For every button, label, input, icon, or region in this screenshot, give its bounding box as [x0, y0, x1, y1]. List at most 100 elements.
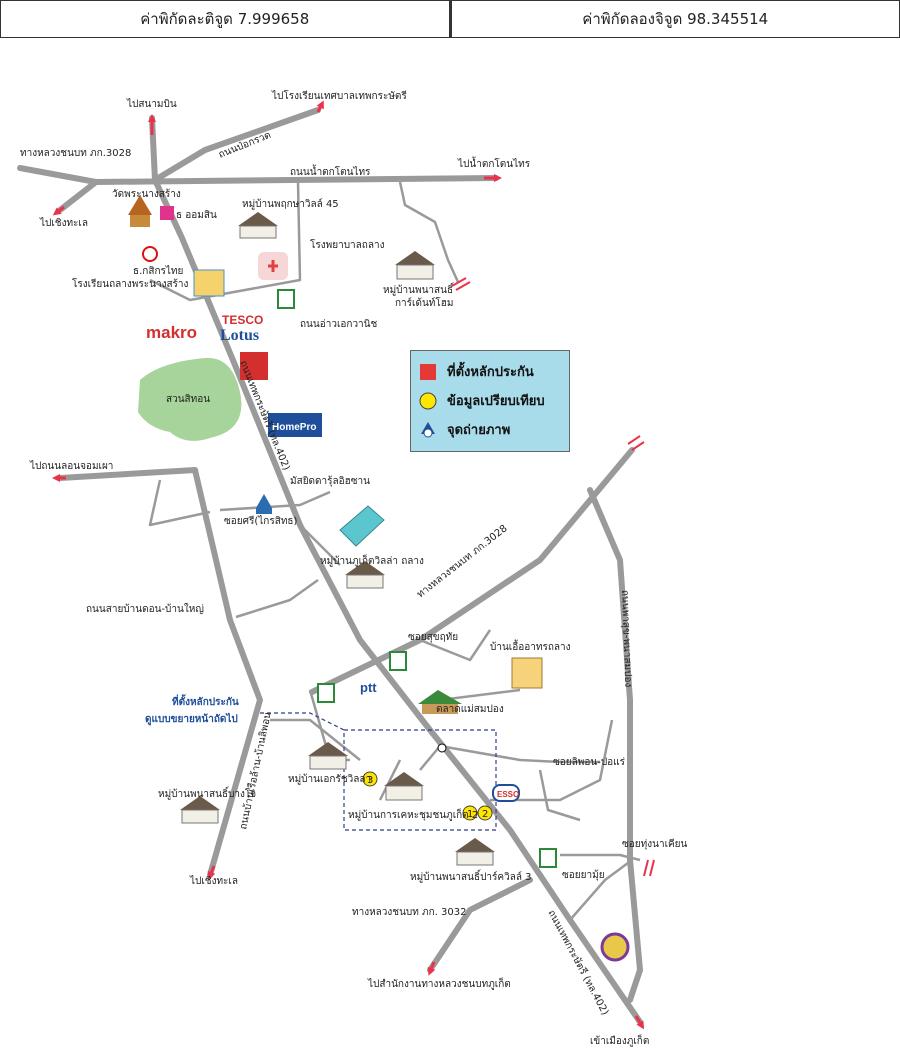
camera-point-icon	[437, 743, 447, 753]
arrow-choeng-thale-top	[52, 205, 65, 216]
label-village-ek: หมู่บ้านเอกรัชวิลล่า	[288, 773, 371, 785]
yellow-circle-icon	[419, 392, 437, 409]
pool-shape	[339, 505, 385, 547]
mg-logo-icon	[240, 352, 268, 380]
hospital-icon	[258, 252, 288, 280]
esso-logo-icon	[492, 784, 520, 802]
seven-eleven-icon	[389, 651, 407, 671]
barrier-east-top	[627, 435, 645, 451]
minor-roads	[148, 181, 641, 921]
temple-icon	[128, 195, 152, 227]
comparison-3[interactable]: 3	[362, 771, 378, 787]
label-soi-songkha: ซอยสุขฤทัย	[408, 632, 458, 643]
homepro-logo-icon	[268, 413, 322, 437]
comparison-1[interactable]: 1	[462, 805, 478, 821]
label-soi-yanui: ซอยยามุ้ย	[562, 869, 605, 881]
label-village-karn-2: การ์เด้นท์โฮม	[395, 296, 453, 309]
legend-label-collateral: ที่ตั้งหลักประกัน	[447, 365, 534, 380]
label-wat: วัดพระนางสร้าง	[112, 188, 181, 200]
label-village-karn: หมู่บ้านพนาสนธิ์	[383, 282, 455, 296]
seven-eleven-icon	[317, 683, 335, 703]
road-3028-north	[17, 165, 99, 185]
road-bon-krot	[152, 107, 321, 183]
seven-eleven-icon	[539, 848, 557, 868]
label-village-phuket: หมู่บ้านภูเก็ตวิลล่า ถลาง	[320, 553, 424, 567]
makro-logo: makro	[146, 323, 197, 342]
government-seal-icon	[600, 932, 630, 962]
label-to-office: ไปสำนักงานทางหลวงชนบทภูเก็ต	[367, 976, 511, 990]
arrow-phuket	[634, 1015, 645, 1030]
house-icon	[308, 742, 348, 770]
label-to-choeng-thale-top: ไปเชิงทะเล	[39, 217, 88, 229]
arrow-choeng-thale-bot	[207, 865, 216, 880]
arrow-school	[316, 100, 324, 113]
gsb-bank-icon	[160, 206, 174, 220]
label-site-note-1: ที่ตั้งหลักประกัน	[172, 694, 239, 708]
latitude-label: ค่าพิกัดละติจูด 7.999658	[0, 0, 450, 38]
label-park: สวนสิทอน	[166, 394, 210, 405]
house-icon	[455, 838, 495, 866]
label-site-note-2: ดูแบบขยายหน้าถัดไป	[145, 712, 238, 726]
barrier-east-bot	[643, 859, 655, 877]
esso-logo: ESSO	[497, 790, 519, 799]
label-road-pasuk: ถนนพาสุข-พนาสมปอง	[619, 590, 633, 688]
label-to-namtok: ไปน้ำตกโตนไทร	[457, 156, 531, 170]
legend-label-photo: จุดถ่ายภาพ	[447, 423, 511, 438]
arrow-office	[427, 961, 436, 976]
label-village-45: หมู่บ้านพฤกษาวิลล์ 45	[242, 198, 339, 210]
seven-eleven-icon	[277, 289, 295, 309]
kbank-icon	[142, 246, 158, 262]
school-icon	[193, 269, 225, 297]
apartment-icon	[511, 657, 543, 689]
house-icon	[238, 212, 278, 239]
label-market: ตลาดแม่สมปอง	[436, 704, 504, 715]
label-gsb: ธ ออมสิน	[176, 210, 217, 221]
road-choeng-thale-bottom	[57, 467, 263, 878]
label-shop-house: บ้านเอื้ออาทรถลาง	[490, 639, 571, 653]
camera-point-icon	[421, 421, 435, 437]
legend-label-comparison: ข้อมูลเปรียบเทียบ	[447, 394, 545, 409]
label-kbank: ธ.กสิกรไทย	[133, 265, 183, 277]
map-legend: ที่ตั้งหลักประกัน ข้อมูลเปรียบเทียบ จุดถ…	[410, 350, 570, 452]
label-soi-siphon: ซอยลิพอน-ปอแร่	[553, 757, 626, 768]
road-east-loop	[587, 487, 643, 1003]
label-road-namtok: ถนนน้ำตกโตนไทร	[290, 164, 371, 178]
label-road-awk: ถนนอ่าวเอกวานิช	[300, 319, 378, 330]
label-to-airport: ไปสนามบิน	[126, 98, 177, 110]
label-hospital: โรงพยาบาลถลาง	[310, 238, 385, 251]
label-village-bangjo: หมู่บ้านพนาสนธิ์บางโจ	[158, 786, 256, 800]
house-icon	[395, 251, 435, 280]
legend-row-collateral: ที่ตั้งหลักประกัน	[419, 357, 561, 386]
house-icon	[384, 772, 424, 801]
park-area	[138, 357, 242, 441]
homepro-logo: HomePro	[272, 422, 316, 433]
lotus-logo: Lotus	[220, 327, 259, 344]
comparison-1-number: 1	[467, 809, 473, 820]
mosque-icon	[256, 494, 272, 514]
red-square-icon	[420, 363, 436, 380]
label-to-phuket: เข้าเมืองภูเก็ต	[590, 1033, 649, 1047]
house-icon	[180, 796, 220, 824]
road-3032	[427, 877, 533, 973]
market-icon	[418, 690, 462, 714]
label-school-phranang: โรงเรียนถลางพระนางสร้าง	[72, 277, 189, 290]
label-soi-naeyian: ซอยทุ่งนาเคียน	[622, 838, 688, 850]
road-3028-mid	[309, 447, 635, 695]
legend-row-photo: จุดถ่ายภาพ	[419, 415, 561, 444]
coordinate-bar: ค่าพิกัดละติจูด 7.999658 ค่าพิกัดลองจิจู…	[0, 0, 900, 38]
label-to-road-phon: ไปถนนลอนจอมเผา	[29, 460, 113, 472]
label-village-park3: หมู่บ้านพนาสนธิ์ปาร์ควิลล์ 3	[410, 869, 532, 883]
barrier-northeast	[451, 277, 471, 291]
label-road-don: ถนนสายบ้านดอน-บ้านใหญ่	[86, 603, 204, 615]
comparison-2[interactable]: 2	[477, 805, 493, 821]
site-pointer-line	[260, 712, 345, 731]
label-road-3032: ทางหลวงชนบท ภก. 3032	[352, 907, 467, 918]
label-road-3028-top: ทางหลวงชนบท ภก.3028	[20, 148, 131, 159]
legend-row-comparison: ข้อมูลเปรียบเทียบ	[419, 386, 561, 415]
tesco-logo: TESCO	[222, 313, 263, 327]
house-icon	[345, 561, 385, 589]
label-to-school: ไปโรงเรียนเทศบาลเทพกระษัตรี	[271, 89, 407, 102]
label-to-choeng-thale-bot: ไปเชิงทะเล	[189, 875, 238, 887]
comparison-3-number: 3	[367, 775, 373, 786]
